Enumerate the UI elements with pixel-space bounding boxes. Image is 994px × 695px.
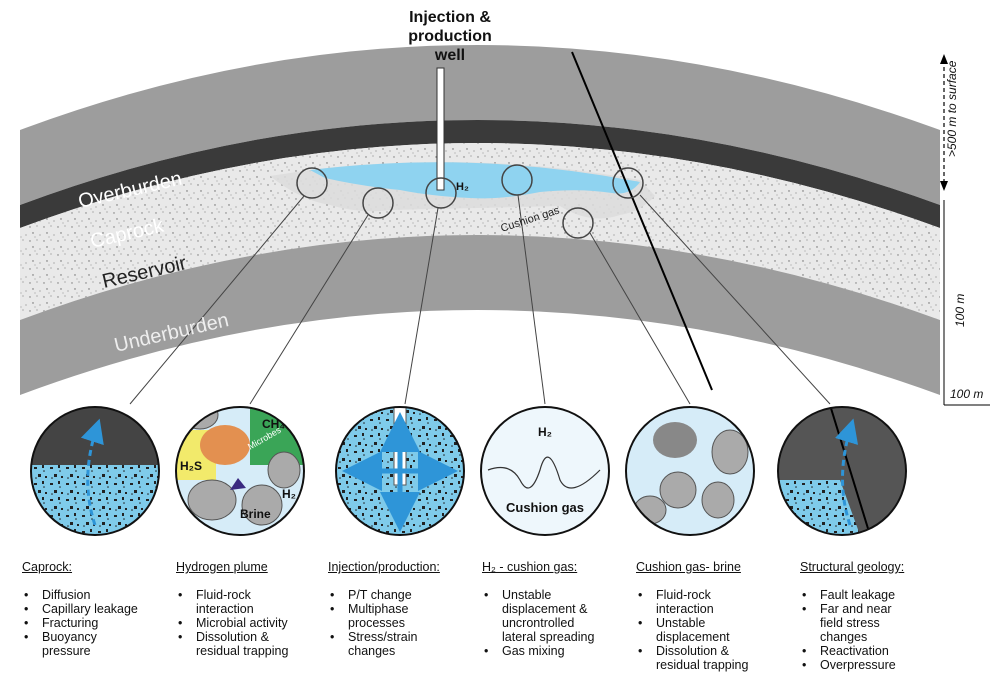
inset-caprock (30, 406, 160, 536)
column-item: Microbial activity (176, 616, 288, 630)
inset-cushion-brine (625, 406, 755, 536)
ch4-label: CH₄ (262, 417, 285, 431)
column-item: Dissolution & residual trapping (636, 644, 748, 672)
connector-line (249, 214, 369, 405)
column-item: Gas mixing (482, 644, 594, 658)
column-item: Fluid-rock interaction (176, 588, 288, 616)
column-title: Structural geology: (800, 560, 905, 574)
column-title: H₂ - cushion gas: (482, 560, 578, 574)
column-item: Buoyancy pressure (22, 630, 138, 658)
column-item: Unstable displacement (636, 616, 748, 644)
cushion-h2-label: H₂ (538, 425, 552, 439)
location-circle (425, 177, 457, 209)
injection-well (436, 67, 445, 191)
connector-line (589, 232, 691, 405)
column-item: Capillary leakage (22, 602, 138, 616)
column-item: Stress/strain changes (328, 630, 440, 658)
column-cushion-brine: Cushion gas- brine Fluid-rock interactio… (636, 560, 748, 672)
process-columns: Caprock: Diffusion Capillary leakage Fra… (0, 560, 994, 695)
connector-line (404, 207, 439, 405)
column-item: Multiphase processes (328, 602, 440, 630)
h2-plume (310, 162, 640, 199)
location-circle (296, 167, 328, 199)
h2s-label: H₂S (180, 459, 202, 473)
column-caprock: Caprock: Diffusion Capillary leakage Fra… (22, 560, 138, 658)
column-title: Cushion gas- brine (636, 560, 741, 574)
column-item: Unstable displacement & uncrontrolled la… (482, 588, 594, 644)
column-hydrogen-plume: Hydrogen plume Fluid-rock interaction Mi… (176, 560, 288, 658)
well-title-line: well (434, 47, 466, 64)
column-item: P/T change (328, 588, 440, 602)
column-title: Injection/production: (328, 560, 440, 574)
brine-label: Brine (240, 507, 271, 521)
column-item: Fracturing (22, 616, 138, 630)
column-item: Reactivation (800, 644, 904, 658)
connector-line (129, 195, 305, 405)
plume-h2-label: H₂ (282, 487, 296, 501)
column-item: Overpressure (800, 658, 904, 672)
location-circle (612, 167, 644, 199)
inset-injection (335, 406, 465, 536)
overburden-layer (20, 45, 940, 205)
column-h2-cushion: H₂ - cushion gas: Unstable displacement … (482, 560, 594, 658)
column-item: Dissolution & residual trapping (176, 630, 288, 658)
well-title-line: Injection & (409, 9, 491, 26)
location-circle (562, 207, 594, 239)
column-title: Hydrogen plume (176, 560, 268, 574)
scale-thickness-label: 100 m (953, 293, 967, 327)
column-item: Diffusion (22, 588, 138, 602)
scale-horizontal-label: 100 m (950, 387, 984, 401)
reservoir-layer (20, 143, 940, 320)
location-circle (362, 187, 394, 219)
scale-to-surface-label: >500 m to surface (945, 60, 959, 157)
connector-line (517, 194, 546, 405)
inset-hydrogen-plume: CH₄ Microbes H₂S H₂ Brine (175, 406, 305, 536)
well-title: Injection & production well (380, 8, 520, 65)
h2-label: H₂ (456, 181, 469, 193)
column-title: Caprock: (22, 560, 73, 574)
column-item: Fault leakage (800, 588, 904, 602)
location-circle (501, 164, 533, 196)
underburden-layer (20, 235, 940, 395)
caprock-layer (20, 120, 940, 228)
column-structural: Structural geology: Fault leakage Far an… (800, 560, 904, 672)
connector-line (639, 194, 831, 405)
cushion-gas-inset-label: Cushion gas (506, 500, 584, 515)
column-injection: Injection/production: P/T change Multiph… (328, 560, 440, 658)
inset-structural (777, 406, 907, 536)
fault-line (571, 51, 713, 391)
reservoir-cross-section: Overburden Caprock Reservoir Underburden… (20, 45, 990, 536)
column-item: Fluid-rock interaction (636, 588, 748, 616)
well-title-line: production (408, 28, 492, 45)
inset-h2-cushion: H₂ Cushion gas (480, 406, 610, 536)
column-item: Far and near field stress changes (800, 602, 904, 644)
